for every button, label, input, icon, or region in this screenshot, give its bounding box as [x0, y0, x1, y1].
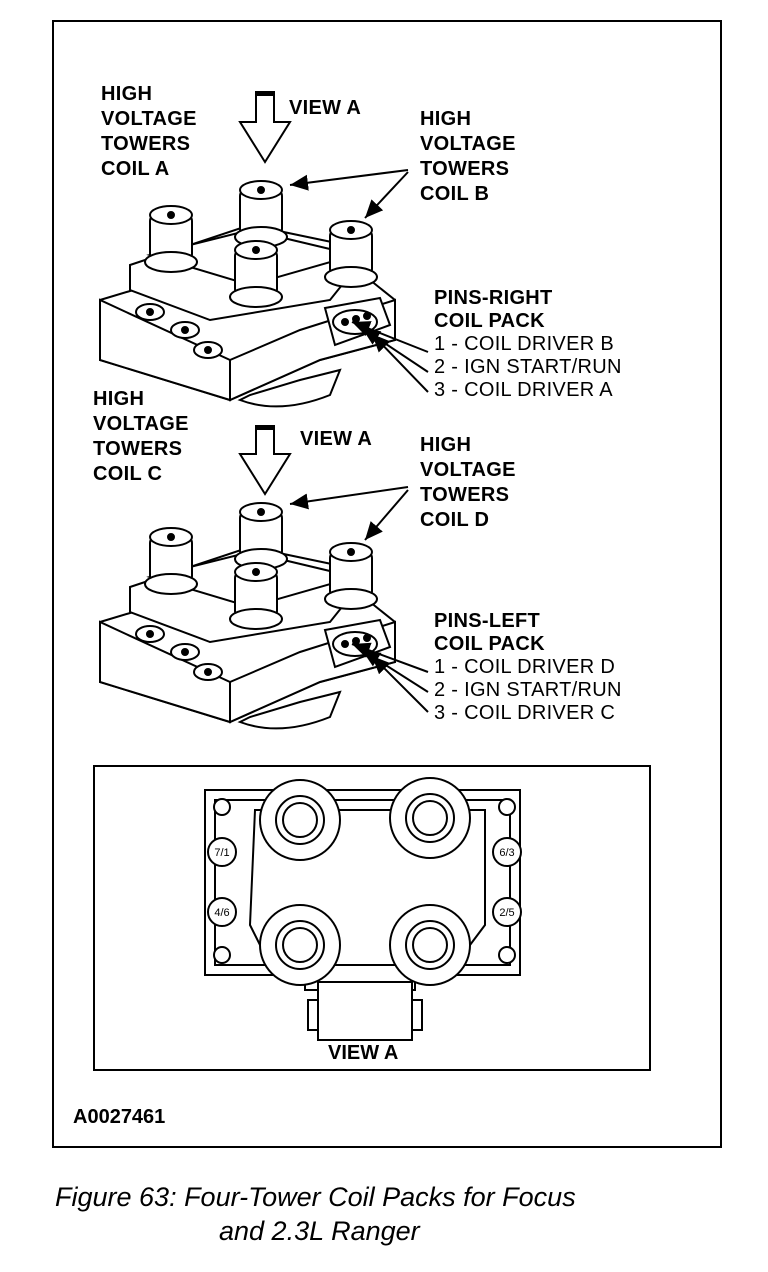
figure-id: A0027461: [73, 1106, 166, 1128]
view-a-label-2: 6/3: [499, 847, 514, 859]
view-a-label-1: 7/1: [214, 847, 229, 859]
view-a-label-4: 2/5: [499, 907, 514, 919]
view-arrow-top: [238, 91, 292, 164]
view-a-inset-label: VIEW A: [328, 1042, 399, 1064]
figure-frame: [52, 20, 722, 1148]
view-a-inset: [93, 765, 651, 1071]
coil-pack-left: [99, 425, 429, 730]
view-label-top: VIEW A: [289, 97, 362, 119]
coil-pack-right: [99, 91, 429, 408]
view-label-bottom: VIEW A: [300, 428, 373, 450]
view-arrow-bottom: [238, 425, 292, 496]
figure-caption: Figure 63: Four-Tower Coil Packs for Foc…: [55, 1182, 576, 1246]
view-a-label-3: 4/6: [214, 907, 229, 919]
